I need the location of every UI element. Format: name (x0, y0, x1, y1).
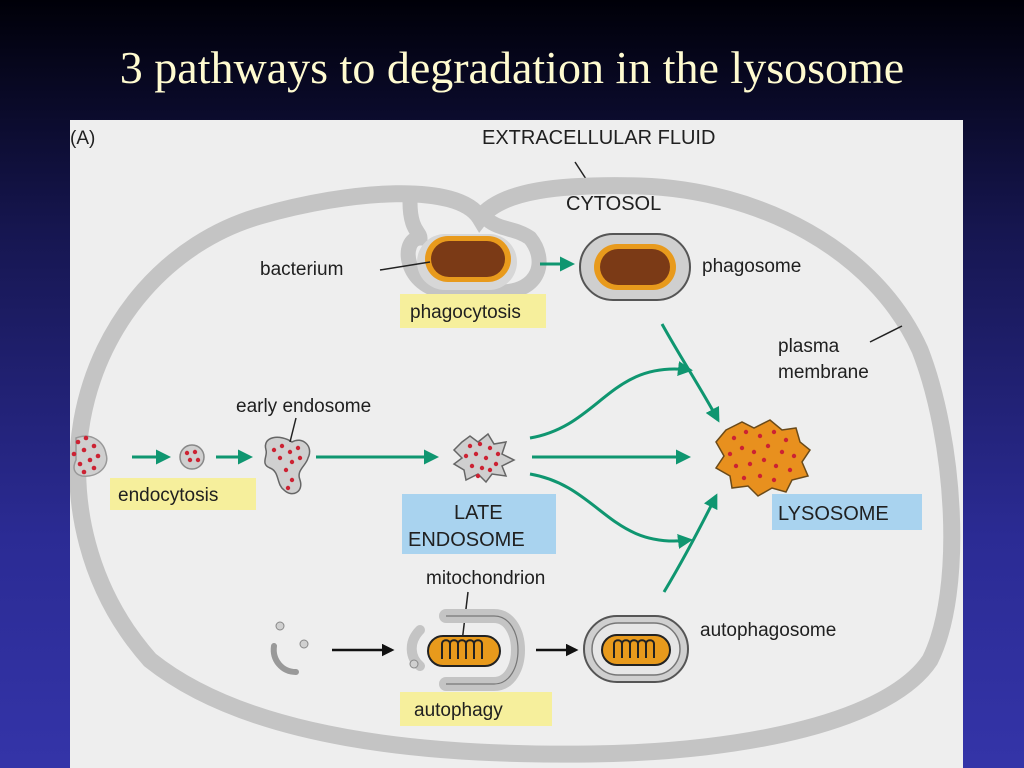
arrow-autophagosome-to-lysosome (662, 493, 718, 593)
bacterium-leader (379, 261, 431, 271)
early-endosome-leader (289, 417, 297, 443)
endocytic-bud (71, 435, 108, 477)
phagocytosis-label: phagocytosis (410, 302, 521, 323)
extracellular-fluid-label: EXTRACELLULAR FLUID (482, 127, 715, 149)
lysosome (714, 419, 812, 497)
plasma-membrane-leader (869, 325, 903, 343)
autophagosome (583, 615, 689, 683)
late-endosome-label-line2: ENDOSOME (408, 529, 525, 551)
plasma-membrane-label-line2: membrane (778, 362, 869, 383)
mitochondrion-label: mitochondrion (426, 568, 545, 589)
phagosome-label: phagosome (702, 256, 801, 277)
endocytosis-tag (110, 478, 256, 510)
autophagy-label: autophagy (414, 700, 503, 721)
forming-autophagosome (406, 609, 525, 691)
plasma-membrane-label-line1: plasma (778, 336, 840, 357)
early-endosome-label: early endosome (236, 396, 371, 417)
cytosolic-debris (270, 621, 309, 675)
autophagosome-label: autophagosome (700, 620, 836, 641)
panel-label: (A) (70, 128, 95, 149)
early-endosome (264, 436, 311, 495)
phagocytic-cup (400, 201, 547, 300)
bacterium (425, 236, 511, 282)
plasma-membrane (70, 177, 961, 763)
arrow-late-endosome-upper (529, 361, 693, 440)
arrow-late-endosome-lower (529, 472, 693, 549)
autophagy-tag (400, 692, 552, 726)
phagocytosis-tag (400, 294, 546, 328)
slide-title: 3 pathways to degradation in the lysosom… (119, 42, 905, 93)
phagosome (579, 233, 691, 301)
arrow-phagosome-to-lysosome (660, 323, 720, 423)
bacterium-label: bacterium (260, 259, 343, 280)
late-endosome-label-line1: LATE (454, 502, 503, 524)
endocytosis-label: endocytosis (118, 485, 218, 506)
cytosol-label: CYTOSOL (566, 193, 661, 215)
late-endosome (452, 432, 516, 484)
late-endosome-tag (402, 494, 556, 554)
lysosome-tag (772, 494, 922, 530)
endocytic-vesicle (179, 444, 205, 470)
pathway-diagram: (A) EXTRACELLULAR FLUID CYTOSOL bacteriu… (70, 120, 963, 768)
lysosome-label: LYSOSOME (778, 503, 889, 525)
mitochondrion (427, 635, 501, 667)
